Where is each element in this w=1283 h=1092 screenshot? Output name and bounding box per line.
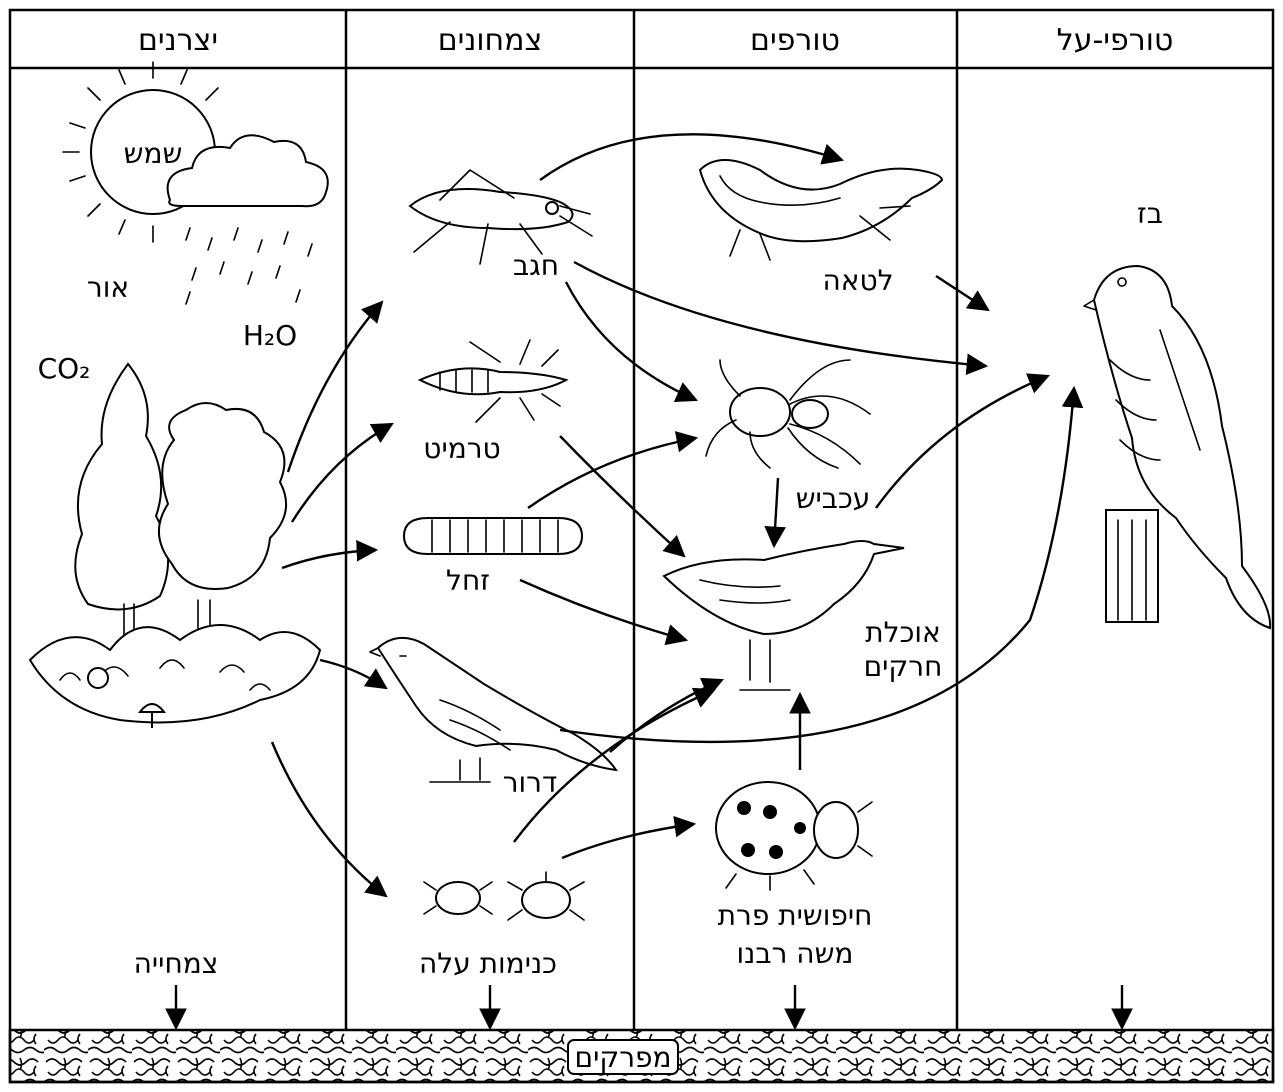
header-predators: טורפים — [750, 23, 840, 58]
spider-icon — [706, 360, 870, 468]
sparrow-label: דרור — [503, 766, 558, 799]
arrow-caterpillar-spider — [528, 438, 696, 508]
header-top-predators: טורפי-על — [1057, 23, 1174, 58]
arrow-lizard-falcon — [936, 276, 988, 310]
decomposers-label: מפרקים — [574, 1041, 671, 1074]
arrow-grasshopper-spider — [566, 282, 696, 400]
grasshopper-icon — [410, 170, 592, 264]
ladybug-label-1: חיפושית פרת — [718, 899, 873, 932]
arrow-aphids-ladybug — [562, 824, 694, 858]
lizard-icon — [700, 160, 942, 260]
header-herbivores: צמחונים — [438, 23, 543, 58]
spider-label: עכביש — [796, 482, 871, 515]
arrow-vegetation-grasshopper — [288, 302, 382, 472]
arrow-caterpillar-insect-eater — [520, 580, 686, 640]
arrow-vegetation-sparrow — [320, 660, 386, 688]
arrow-spider-insect-eater — [774, 478, 778, 546]
ladybug-icon — [716, 782, 872, 890]
falcon-label: בז — [1137, 197, 1163, 230]
termite-icon — [420, 340, 566, 422]
arrow-grasshopper-falcon — [574, 262, 986, 366]
light-label: אור — [87, 271, 129, 304]
insect-eater-label-2: חרקים — [864, 650, 943, 683]
grasshopper-label: חגב — [513, 249, 559, 282]
arrow-spider-falcon — [876, 376, 1048, 508]
lizard-label: לטאה — [822, 264, 893, 297]
insect-eater-label-1: אוכלת — [865, 616, 940, 649]
vegetation-icon — [30, 364, 320, 728]
aphids-icon — [424, 872, 584, 920]
termite-label: טרמיט — [423, 432, 500, 465]
water-label: H₂O — [243, 319, 297, 352]
co2-label: CO₂ — [38, 352, 91, 385]
caterpillar-icon — [404, 518, 582, 554]
ladybug-label-2: משה רבנו — [737, 937, 854, 970]
header-producers: יצרנים — [138, 23, 218, 58]
arrow-grasshopper-lizard — [540, 134, 842, 180]
sparrow-icon — [370, 638, 616, 782]
falcon-icon — [1084, 266, 1270, 628]
caterpillar-label: זחל — [446, 564, 490, 597]
aphids-label: כנימות עלה — [419, 947, 557, 980]
arrow-vegetation-aphids — [272, 742, 386, 896]
arrow-vegetation-termite — [292, 424, 392, 522]
food-web-arrows — [272, 134, 1074, 896]
sun-label: שמש — [124, 137, 183, 170]
vegetation-label: צמחייה — [134, 947, 219, 980]
arrow-vegetation-caterpillar — [282, 550, 376, 568]
